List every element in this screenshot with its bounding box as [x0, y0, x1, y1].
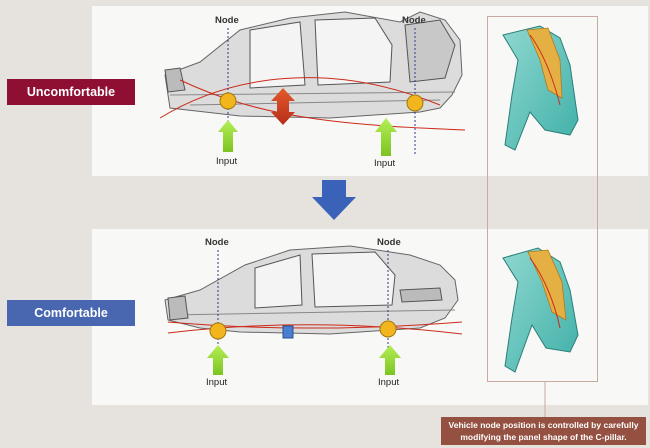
car-body-bottom — [164, 245, 459, 335]
input-label: Input — [216, 156, 238, 167]
mount-marker — [282, 325, 294, 339]
vibration-arrow — [271, 88, 295, 125]
mode-shape-curve — [159, 77, 441, 119]
comfortable-label: Comfortable — [7, 300, 135, 326]
caption-line-1: Vehicle node position is controlled by c… — [448, 420, 639, 430]
node-marker — [379, 320, 397, 338]
input-label: Input — [374, 158, 396, 169]
mode-shape-curve — [179, 79, 466, 131]
node-label: Node — [402, 15, 426, 26]
input-arrow — [375, 118, 397, 156]
mode-shape-curve — [167, 324, 463, 335]
improvement-arrow — [312, 180, 356, 220]
mode-shape-curve — [167, 321, 463, 329]
uncomfortable-label: Uncomfortable — [7, 79, 135, 105]
node-label: Node — [377, 237, 401, 248]
c-pillar-panel-bottom — [502, 247, 579, 373]
node-label: Node — [205, 237, 229, 248]
input-arrow — [218, 120, 238, 152]
c-pillar-frame — [487, 16, 598, 382]
input-arrow — [379, 345, 401, 375]
input-label: Input — [206, 377, 228, 388]
input-label: Input — [378, 377, 400, 388]
node-marker — [406, 94, 424, 112]
node-marker — [209, 322, 227, 340]
caption-line-2: modifying the panel shape of the C-pilla… — [460, 432, 627, 442]
node-marker — [219, 92, 237, 110]
caption-box: Vehicle node position is controlled by c… — [441, 417, 646, 445]
node-label: Node — [215, 15, 239, 26]
car-body-top — [164, 11, 463, 119]
c-pillar-panel-top — [502, 25, 579, 151]
input-arrow — [207, 345, 229, 375]
